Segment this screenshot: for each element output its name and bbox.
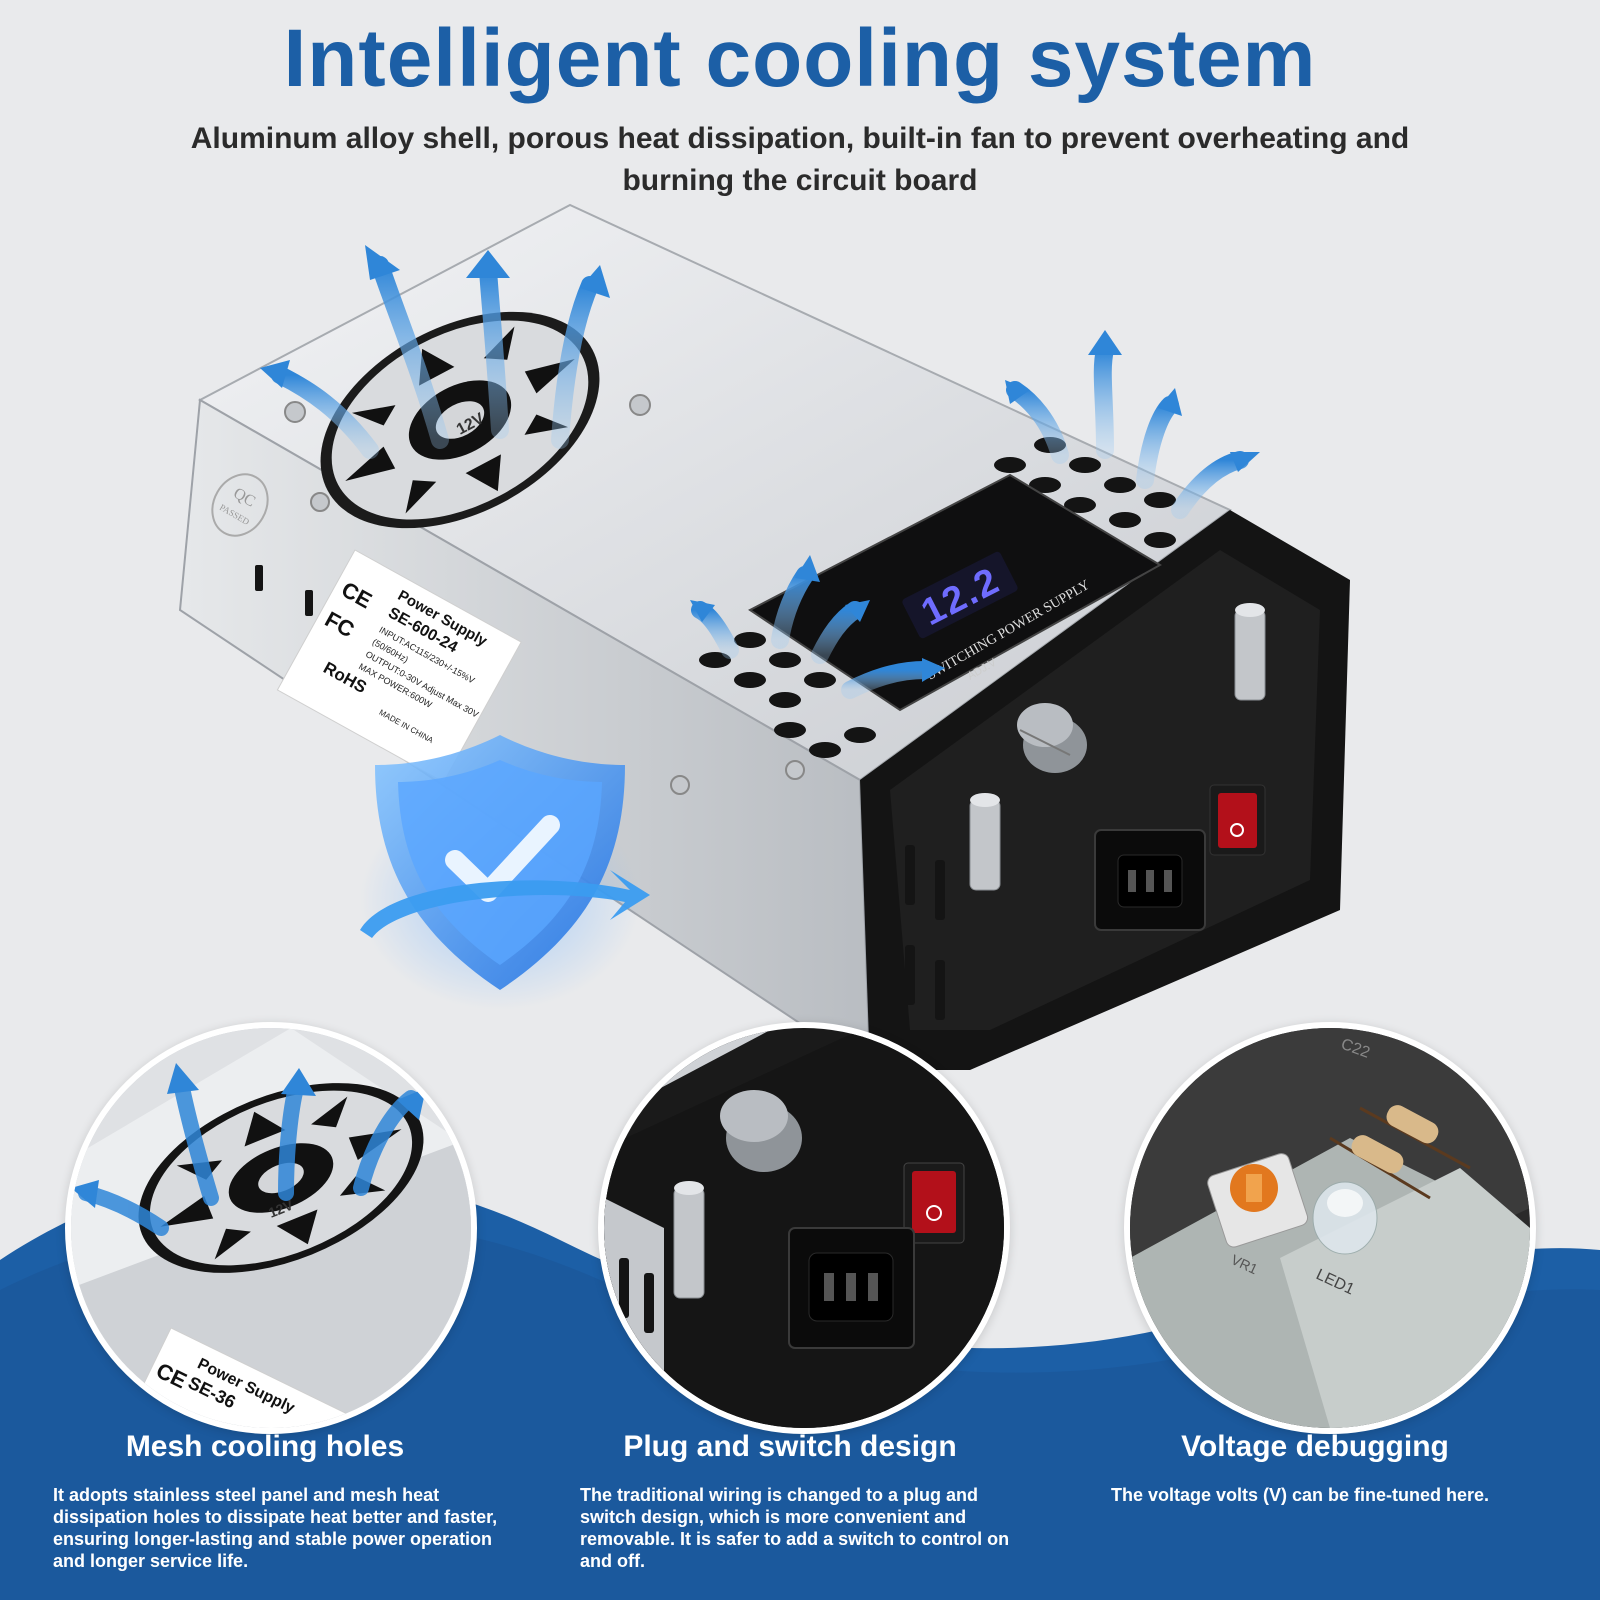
detail-circle-plug-switch: ADJ.V bbox=[598, 1022, 1010, 1434]
feature-title-mesh-cooling: Mesh cooling holes bbox=[125, 1430, 405, 1463]
voltage-display bbox=[902, 551, 1018, 639]
detail-circle-mesh-cooling: 12V Power Supply SE-36 CE bbox=[65, 1022, 477, 1434]
detail-knob-icon[interactable] bbox=[720, 1090, 802, 1172]
knob-icon[interactable] bbox=[1017, 703, 1087, 773]
detail-power-switch-icon[interactable] bbox=[903, 1162, 965, 1244]
airflow-arrowheads bbox=[260, 245, 1260, 682]
detail-circle-voltage-debugging: C22 VR1 LED1 bbox=[1124, 1022, 1536, 1434]
product-label: Power Supply SE-600-24 INPUT:AC115/230+/… bbox=[276, 549, 522, 783]
page-title: Intelligent cooling system bbox=[283, 13, 1317, 104]
detail-ac-socket-icon[interactable] bbox=[788, 1227, 915, 1349]
power-supply-illustration: 12V 12.2 SWITCHING POWER SUPPLY ADJ.V bbox=[178, 203, 1350, 1072]
feature-desc-plug-switch: The traditional wiring is changed to a p… bbox=[580, 1485, 1010, 1571]
led-component bbox=[1312, 1181, 1378, 1255]
ac-socket-icon[interactable] bbox=[1094, 829, 1206, 931]
trim-potentiometer[interactable] bbox=[1206, 1152, 1310, 1250]
feature-desc-voltage-debugging: The voltage volts (V) can be fine-tuned … bbox=[1110, 1485, 1490, 1505]
feature-title-voltage-debugging: Voltage debugging bbox=[1181, 1430, 1449, 1463]
fan-icon bbox=[320, 311, 600, 529]
mesh-vents bbox=[699, 437, 1176, 758]
power-switch-icon[interactable] bbox=[1209, 784, 1266, 856]
feature-title-plug-switch: Plug and switch design bbox=[623, 1430, 957, 1463]
feature-desc-mesh-cooling: It adopts stainless steel panel and mesh… bbox=[53, 1485, 498, 1571]
page-subtitle: Aluminum alloy shell, porous heat dissip… bbox=[190, 122, 1410, 197]
shield-check-icon bbox=[360, 735, 650, 1010]
